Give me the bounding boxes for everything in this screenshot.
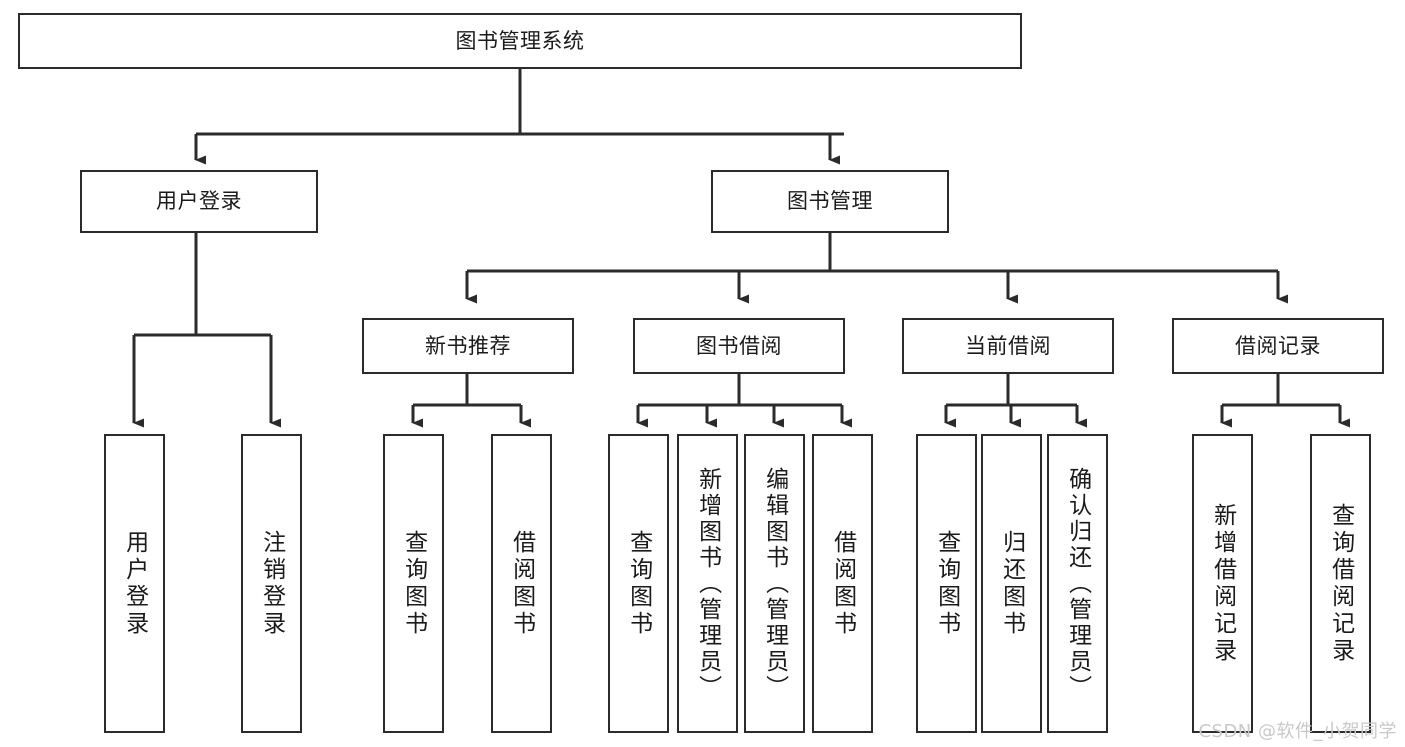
node-book-management[interactable]: 图书管理 bbox=[711, 170, 949, 233]
node-label: 新增图书（管理员） bbox=[694, 466, 721, 701]
leaf-new-book-query[interactable]: 查询图书 bbox=[383, 434, 444, 733]
node-label: 归还图书 bbox=[998, 529, 1025, 638]
node-label: 编辑图书（管理员） bbox=[761, 466, 788, 701]
node-label: 用户登录 bbox=[121, 529, 148, 638]
node-label: 借阅记录 bbox=[1235, 333, 1321, 358]
leaf-book-borrow-add-admin[interactable]: 新增图书（管理员） bbox=[677, 434, 738, 733]
node-new-book-recommend[interactable]: 新书推荐 bbox=[362, 318, 574, 374]
node-label: 新增借阅记录 bbox=[1209, 502, 1236, 665]
node-label: 用户登录 bbox=[156, 189, 242, 214]
node-label: 查询借阅记录 bbox=[1327, 502, 1354, 665]
node-label: 查询图书 bbox=[933, 529, 960, 638]
node-label: 图书管理系统 bbox=[455, 28, 585, 53]
leaf-new-book-borrow[interactable]: 借阅图书 bbox=[491, 434, 552, 733]
leaf-user-login-login[interactable]: 用户登录 bbox=[104, 434, 165, 733]
node-label: 图书借阅 bbox=[696, 333, 782, 358]
watermark-text: CSDN @软件_小贺同学 bbox=[1198, 721, 1397, 742]
node-label: 借阅图书 bbox=[829, 529, 856, 638]
node-user-login[interactable]: 用户登录 bbox=[80, 170, 318, 233]
node-label: 查询图书 bbox=[400, 529, 427, 638]
node-label: 确认归还（管理员） bbox=[1064, 466, 1091, 701]
leaf-borrow-record-add[interactable]: 新增借阅记录 bbox=[1192, 434, 1253, 733]
leaf-user-login-logout[interactable]: 注销登录 bbox=[241, 434, 302, 733]
leaf-borrow-record-query[interactable]: 查询借阅记录 bbox=[1310, 434, 1371, 733]
leaf-current-borrow-query[interactable]: 查询图书 bbox=[916, 434, 977, 733]
node-label: 借阅图书 bbox=[508, 529, 535, 638]
leaf-book-borrow-edit-admin[interactable]: 编辑图书（管理员） bbox=[744, 434, 805, 733]
node-label: 查询图书 bbox=[625, 529, 652, 638]
node-label: 当前借阅 bbox=[965, 333, 1051, 358]
leaf-current-borrow-confirm-admin[interactable]: 确认归还（管理员） bbox=[1047, 434, 1108, 733]
node-current-borrow[interactable]: 当前借阅 bbox=[902, 318, 1114, 374]
leaf-book-borrow-borrow[interactable]: 借阅图书 bbox=[812, 434, 873, 733]
leaf-book-borrow-query[interactable]: 查询图书 bbox=[608, 434, 669, 733]
node-label: 新书推荐 bbox=[425, 333, 511, 358]
node-label: 图书管理 bbox=[787, 189, 873, 214]
node-root-book-management-system[interactable]: 图书管理系统 bbox=[18, 13, 1022, 69]
leaf-current-borrow-return[interactable]: 归还图书 bbox=[981, 434, 1042, 733]
node-label: 注销登录 bbox=[258, 529, 285, 638]
node-book-borrow[interactable]: 图书借阅 bbox=[633, 318, 845, 374]
node-borrow-record[interactable]: 借阅记录 bbox=[1172, 318, 1384, 374]
